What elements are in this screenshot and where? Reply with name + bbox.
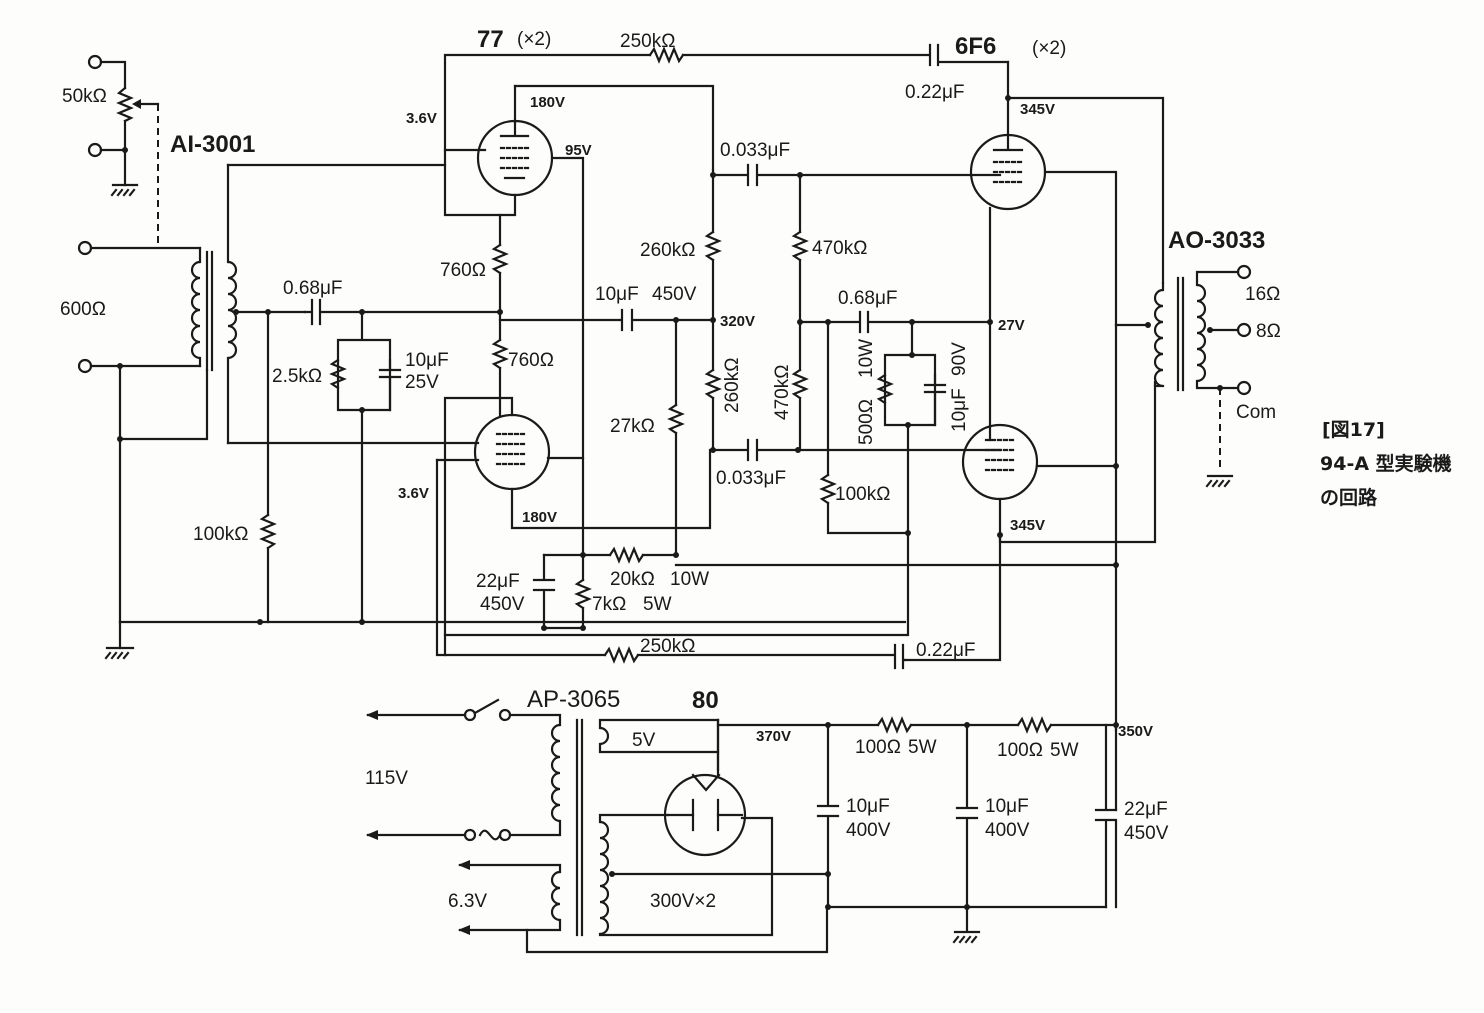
c-cpl-top-label: 0.033μF — [720, 140, 790, 161]
r-260a-label: 260kΩ — [640, 240, 695, 261]
output-tube-top — [969, 60, 1165, 442]
r-27k-label: 27kΩ — [610, 416, 655, 437]
ground-bus — [104, 619, 907, 660]
filament-voltage-label: 5V — [632, 730, 656, 751]
mains-voltage-label: 115V — [365, 768, 408, 789]
r-fb-top-label: 250kΩ — [620, 31, 675, 52]
c-22-v-label: 450V — [480, 594, 525, 615]
voltage-350: 350V — [1118, 723, 1153, 740]
voltage-370: 370V — [756, 728, 791, 745]
output-cathode-network — [443, 310, 992, 637]
bottom-feedback — [435, 458, 907, 670]
driver-tube-qty: (×2) — [517, 29, 551, 50]
r-cath-label: 2.5kΩ — [272, 366, 322, 387]
rectifier-tube-label: 80 — [692, 687, 719, 714]
output-transformer-label: AO-3033 — [1168, 227, 1265, 254]
c-in-label: 0.68μF — [283, 278, 343, 299]
r-100k-in-label: 100kΩ — [193, 524, 248, 545]
c-fb-bot-label: 0.22μF — [916, 640, 976, 661]
r-760a-label: 760Ω — [440, 260, 486, 281]
voltage-320: 320V — [720, 313, 755, 330]
filter-network — [716, 716, 1119, 944]
c-f1-label: 10μF — [846, 796, 890, 817]
c-bp-v-label: 450V — [652, 284, 697, 305]
bypass-cap-10uf — [498, 308, 715, 557]
c-cpl-bot-label: 0.033μF — [716, 468, 786, 489]
input-potentiometer — [87, 54, 160, 248]
r-500-w-label: 10W — [856, 339, 877, 378]
c-cath-v-label: 25V — [405, 372, 439, 393]
grid-resistors — [791, 173, 809, 452]
voltage-345-bottom: 345V — [1010, 517, 1045, 534]
c-fb-top-label: 0.22μF — [905, 82, 965, 103]
driver-tube-top — [443, 53, 715, 557]
tap-com-label: Com — [1236, 402, 1276, 423]
driver-tube-label: 77 — [477, 26, 504, 53]
bplus-distribution — [532, 546, 1119, 732]
heater-voltage-label: 6.3V — [448, 891, 487, 912]
c-cath-label: 10μF — [405, 350, 449, 371]
voltage-180-top: 180V — [530, 94, 565, 111]
output-tube-qty: (×2) — [1032, 38, 1066, 59]
r-7k-w-label: 5W — [643, 594, 672, 615]
pot-label: 50kΩ — [62, 86, 107, 107]
voltage-180-bottom: 180V — [522, 509, 557, 526]
input-impedance-label: 600Ω — [60, 299, 106, 320]
voltage-27: 27V — [998, 317, 1025, 334]
r-100b-w-label: 5W — [1050, 740, 1079, 761]
c-10-90-label: 10μF — [949, 388, 970, 432]
output-tube-label: 6F6 — [955, 33, 996, 60]
hv-winding-label: 300V×2 — [650, 891, 716, 912]
plate-load-resistors — [704, 168, 722, 453]
r-fb-bot-label: 250kΩ — [640, 636, 695, 657]
r-7k-label: 7kΩ — [592, 594, 626, 615]
c-f1-v-label: 400V — [846, 820, 891, 841]
input-transformer-label: AI-3001 — [170, 131, 255, 158]
driver-cathode-resistors — [491, 213, 509, 417]
coupling-caps — [711, 163, 1002, 462]
r-20k-w-label: 10W — [670, 569, 709, 590]
c-10-90-v-label: 90V — [949, 342, 970, 376]
power-transformer — [366, 698, 829, 954]
tap-16-label: 16Ω — [1245, 284, 1280, 305]
voltage-95: 95V — [565, 142, 592, 159]
c-bp-label: 10μF — [595, 284, 639, 305]
r-100a-w-label: 5W — [908, 737, 937, 758]
tap-8-label: 8Ω — [1256, 321, 1281, 342]
driver-tube-bottom — [435, 396, 712, 657]
c-f3-v-label: 450V — [1124, 823, 1169, 844]
c-068b-label: 0.68μF — [838, 288, 898, 309]
rectifier-tube — [663, 718, 747, 857]
power-transformer-label: AP-3065 — [527, 686, 620, 713]
output-transformer — [1114, 264, 1252, 488]
figure-caption-line1: 94-A 型実験機 — [1320, 452, 1452, 475]
input-transformer — [77, 163, 480, 624]
r-760b-label: 760Ω — [508, 350, 554, 371]
c-f2-label: 10μF — [985, 796, 1029, 817]
r-470a-label: 470kΩ — [812, 238, 867, 259]
r-20k-label: 20kΩ — [610, 569, 655, 590]
output-tube-bottom — [903, 323, 1157, 662]
voltage-345-top: 345V — [1020, 101, 1055, 118]
figure-number: [図17] — [1322, 419, 1385, 441]
r-260b-label: 260kΩ — [722, 358, 743, 413]
r-100a-label: 100Ω — [855, 737, 901, 758]
r-100b-label: 100Ω — [997, 740, 1043, 761]
voltage-3-6-bottom: 3.6V — [398, 485, 429, 502]
r-500-label: 500Ω — [856, 399, 877, 445]
r-100k-grid-label: 100kΩ — [835, 484, 890, 505]
r-470b-label: 470kΩ — [772, 365, 793, 420]
c-f3-label: 22μF — [1124, 799, 1168, 820]
voltage-3-6-top: 3.6V — [406, 110, 437, 127]
top-feedback — [648, 43, 1010, 67]
c-22-label: 22μF — [476, 571, 520, 592]
figure-caption-line2: の回路 — [1320, 486, 1378, 509]
input-coupling — [259, 298, 502, 624]
c-f2-v-label: 400V — [985, 820, 1030, 841]
